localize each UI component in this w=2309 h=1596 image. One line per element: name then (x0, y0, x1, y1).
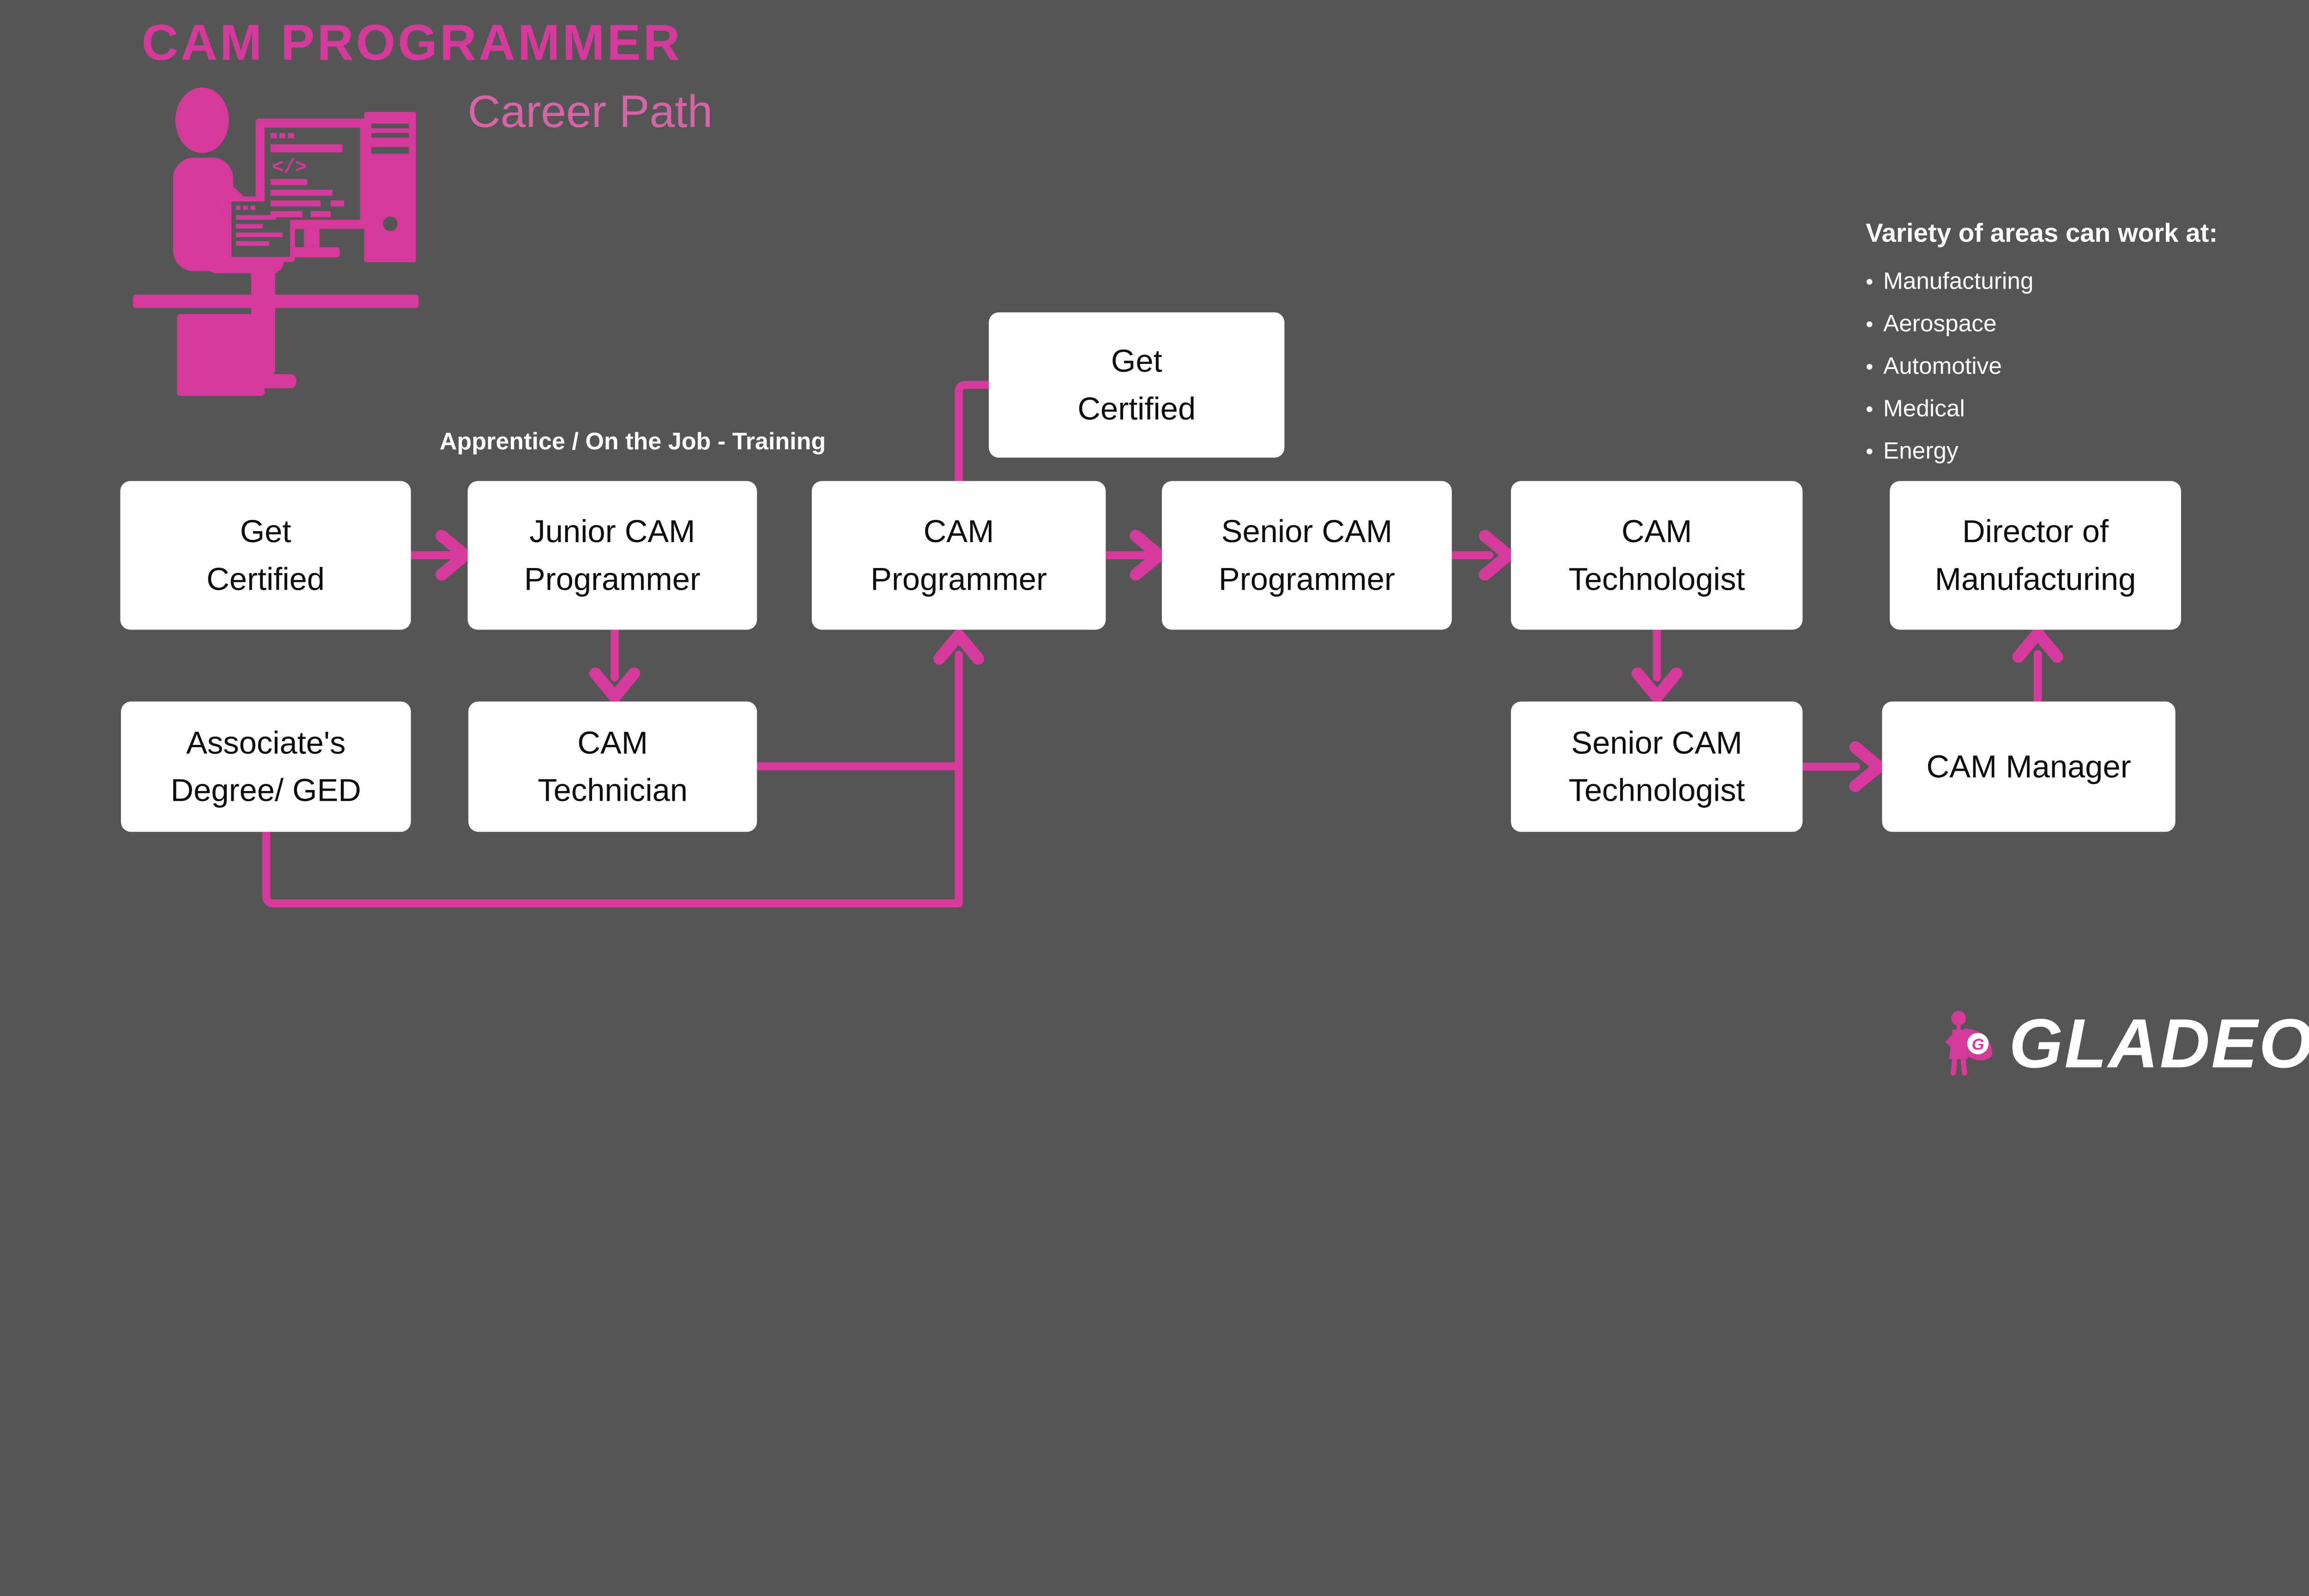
connector-junior-to-camtechnician (589, 625, 640, 703)
area-item: • Automotive (1866, 352, 2307, 380)
training-label: Apprentice / On the Job - Training (439, 428, 826, 455)
node-label: CAM Technologist (1568, 514, 1745, 597)
node-get-certified-1: Get Certified (120, 481, 411, 630)
node-label: CAM Programmer (870, 514, 1047, 597)
area-item-label: Automotive (1883, 352, 2002, 380)
node-cam-technician: CAM Technician (468, 701, 757, 832)
area-item-label: Manufacturing (1883, 268, 2034, 295)
connector-camtechnologist-to-seniortech (1631, 625, 1682, 703)
node-label: Director of Manufacturing (1934, 514, 2136, 597)
gladeo-logo: G GLADEO® (1942, 1009, 2309, 1081)
node-cam-manager: CAM Manager (1882, 701, 2176, 832)
node-get-certified-2: Get Certified (989, 312, 1285, 458)
area-item-label: Energy (1883, 437, 1958, 464)
bullet-icon: • (1866, 269, 1874, 294)
area-item: • Manufacturing (1866, 267, 2307, 295)
node-label: Get Certified (206, 514, 325, 597)
page-subtitle: Career Path (467, 85, 713, 137)
area-item-label: Aerospace (1883, 310, 1997, 337)
area-item-label: Medical (1883, 395, 1965, 422)
connector-senior-to-camtechnologist (1448, 530, 1515, 581)
node-label: Senior CAM Programmer (1218, 514, 1395, 597)
node-label: Senior CAM Technologist (1568, 725, 1745, 808)
areas-list: • Manufacturing • Aerospace • Automotive… (1866, 267, 2307, 464)
svg-text:</>: </> (272, 156, 307, 178)
connector-cammanager-to-director (2012, 627, 2063, 704)
area-item: • Energy (1866, 437, 2307, 465)
area-item: • Medical (1866, 395, 2307, 422)
node-senior-cam-technologist: Senior CAM Technologist (1511, 701, 1803, 832)
brand-name: GLADEO® (2009, 1004, 2309, 1082)
node-label: Junior CAM Programmer (524, 514, 701, 597)
area-item: • Aerospace (1866, 310, 2307, 337)
node-label: CAM Manager (1926, 749, 2131, 785)
node-label: Associate's Degree/ GED (170, 725, 362, 808)
node-junior-cam-programmer: Junior CAM Programmer (467, 481, 757, 630)
page-title: CAM PROGRAMMER (141, 14, 683, 71)
node-label: Get Certified (1077, 343, 1196, 427)
connector-seniortech-to-cammanager (1798, 741, 1885, 792)
areas-panel: Variety of areas can work at: • Manufact… (1866, 218, 2307, 480)
node-senior-cam-programmer: Senior CAM Programmer (1161, 481, 1452, 630)
bullet-icon: • (1866, 354, 1874, 379)
connector-camprogrammer-to-getcertified2 (955, 381, 992, 486)
node-associates-degree-ged: Associate's Degree/ GED (121, 701, 411, 832)
mascot-letter: G (1972, 1036, 1984, 1053)
areas-heading: Variety of areas can work at: (1866, 218, 2218, 248)
bullet-icon: • (1866, 312, 1874, 336)
infographic-canvas: CAM PROGRAMMER Career Path (120, 14, 2309, 1081)
cam-programmer-at-desk-icon: </> (133, 87, 419, 396)
bullet-icon: • (1866, 397, 1874, 421)
connector-camprogrammer-to-senior (1101, 530, 1166, 581)
node-cam-technologist: CAM Technologist (1511, 481, 1803, 630)
node-director-of-manufacturing: Director of Manufacturing (1890, 481, 2181, 630)
connector-getcertified-to-junior (407, 530, 471, 581)
bullet-icon: • (1866, 439, 1874, 464)
gladeo-mascot-icon: G (1945, 1010, 1992, 1076)
node-label: CAM Technician (538, 725, 688, 808)
node-cam-programmer: CAM Programmer (811, 481, 1106, 630)
